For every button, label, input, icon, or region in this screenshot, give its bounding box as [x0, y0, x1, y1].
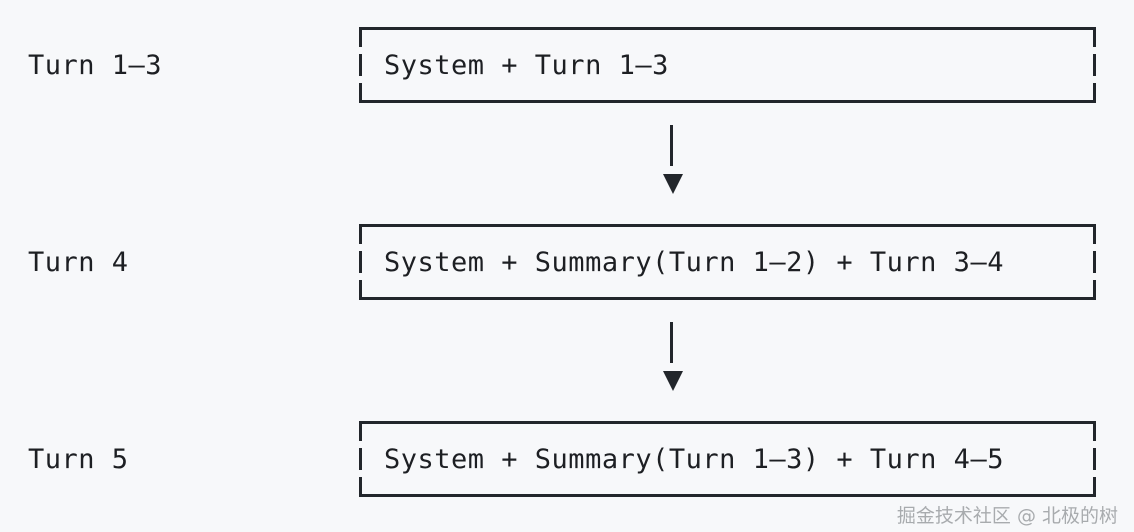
context-box-text-row-1: System + Turn 1–3 — [384, 49, 669, 81]
box-border-right-segment — [1093, 477, 1096, 497]
arrow-stem — [670, 125, 673, 166]
box-border-right-segment — [1093, 54, 1096, 76]
box-border-right-segment — [1093, 280, 1096, 300]
box-border-bottom — [359, 100, 1096, 103]
box-border-top — [359, 421, 1096, 424]
box-border-right-segment — [1093, 251, 1096, 273]
box-border-left-segment — [359, 448, 362, 470]
arrow-head-down-icon — [663, 174, 683, 194]
box-border-bottom — [359, 297, 1096, 300]
box-border-right-segment — [1093, 224, 1096, 244]
box-border-left-segment — [359, 251, 362, 273]
box-border-right-segment — [1093, 448, 1096, 470]
row-label-turn-1-3: Turn 1–3 — [28, 50, 163, 81]
box-border-left-segment — [359, 224, 362, 244]
watermark: 掘金技术社区 @ 北极的树 — [896, 505, 1118, 527]
box-border-bottom — [359, 494, 1096, 497]
context-box-row-3: System + Summary(Turn 1–3) + Turn 4–5 — [359, 421, 1096, 497]
arrow-head-down-icon — [663, 371, 683, 391]
box-border-top — [359, 224, 1096, 227]
box-border-top — [359, 27, 1096, 30]
box-border-left-segment — [359, 83, 362, 103]
box-border-left-segment — [359, 280, 362, 300]
box-border-left-segment — [359, 421, 362, 441]
context-box-text-row-3: System + Summary(Turn 1–3) + Turn 4–5 — [384, 443, 1004, 475]
box-border-left-segment — [359, 27, 362, 47]
box-border-left-segment — [359, 54, 362, 76]
box-border-left-segment — [359, 477, 362, 497]
context-box-row-1: System + Turn 1–3 — [359, 27, 1096, 103]
box-border-right-segment — [1093, 421, 1096, 441]
arrow-stem — [670, 322, 673, 363]
box-border-right-segment — [1093, 83, 1096, 103]
context-box-row-2: System + Summary(Turn 1–2) + Turn 3–4 — [359, 224, 1096, 300]
context-box-text-row-2: System + Summary(Turn 1–2) + Turn 3–4 — [384, 246, 1004, 278]
row-label-turn-5: Turn 5 — [28, 444, 129, 475]
box-border-right-segment — [1093, 27, 1096, 47]
row-label-turn-4: Turn 4 — [28, 247, 129, 278]
